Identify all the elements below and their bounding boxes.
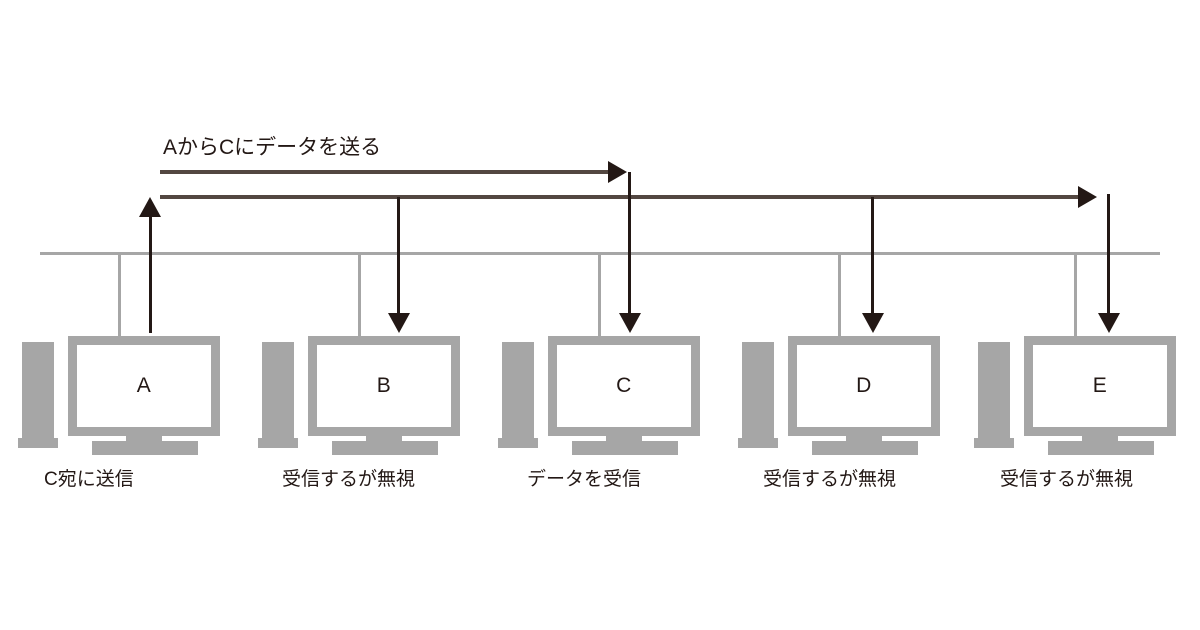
flow-arrow-shaft-b-down <box>397 197 400 317</box>
computer-tower-e <box>978 342 1010 446</box>
transmission-line-a-to-e <box>160 195 1082 199</box>
computer-d[interactable]: D <box>738 336 952 456</box>
arrowhead-right-to-c <box>608 161 627 183</box>
bus-stub-b <box>358 252 361 342</box>
monitor-base-e <box>1048 441 1154 455</box>
monitor-screen-label-d: D <box>856 374 872 397</box>
flow-arrow-shaft-c-down <box>628 172 631 317</box>
bus-stub-a <box>118 252 121 342</box>
caption-b: 受信するが無視 <box>282 469 416 490</box>
computer-tower-d <box>742 342 774 446</box>
transmission-line-a-to-c <box>160 170 612 174</box>
caption-d: 受信するが無視 <box>763 469 897 490</box>
computer-tower-foot-e <box>974 438 1014 448</box>
computer-c[interactable]: C <box>498 336 712 456</box>
bus-stub-e <box>1074 252 1077 342</box>
computer-tower-c <box>502 342 534 446</box>
flow-arrow-head-e-down <box>1098 313 1120 333</box>
monitor-b: B <box>308 336 460 436</box>
bus-stub-d <box>838 252 841 342</box>
monitor-screen-label-a: A <box>136 374 152 397</box>
flow-arrow-shaft-a-up <box>149 213 152 333</box>
diagram-title: AからCにデータを送る <box>163 136 382 159</box>
computer-tower-foot-a <box>18 438 58 448</box>
arrowhead-right-to-e <box>1078 186 1097 208</box>
flow-arrow-shaft-d-down <box>871 197 874 317</box>
flow-arrow-head-a-up <box>139 197 161 217</box>
caption-c: データを受信 <box>527 469 642 490</box>
caption-e: 受信するが無視 <box>1000 469 1134 490</box>
monitor-base-b <box>332 441 438 455</box>
monitor-c: C <box>548 336 700 436</box>
monitor-screen-label-c: C <box>616 374 632 397</box>
flow-arrow-head-c-down <box>619 313 641 333</box>
monitor-screen-label-b: B <box>376 374 392 397</box>
bus-stub-c <box>598 252 601 342</box>
monitor-screen-label-e: E <box>1092 374 1108 397</box>
computer-tower-foot-c <box>498 438 538 448</box>
computer-b[interactable]: B <box>258 336 472 456</box>
computer-tower-b <box>262 342 294 446</box>
monitor-base-d <box>812 441 918 455</box>
monitor-base-c <box>572 441 678 455</box>
monitor-base-a <box>92 441 198 455</box>
computer-a[interactable]: A <box>18 336 232 456</box>
computer-e[interactable]: E <box>974 336 1188 456</box>
computer-tower-a <box>22 342 54 446</box>
flow-arrow-head-b-down <box>388 313 410 333</box>
flow-arrow-shaft-e-down <box>1107 194 1110 317</box>
monitor-e: E <box>1024 336 1176 436</box>
caption-a: C宛に送信 <box>44 469 134 490</box>
monitor-d: D <box>788 336 940 436</box>
computer-tower-foot-b <box>258 438 298 448</box>
flow-arrow-head-d-down <box>862 313 884 333</box>
monitor-a: A <box>68 336 220 436</box>
computer-tower-foot-d <box>738 438 778 448</box>
